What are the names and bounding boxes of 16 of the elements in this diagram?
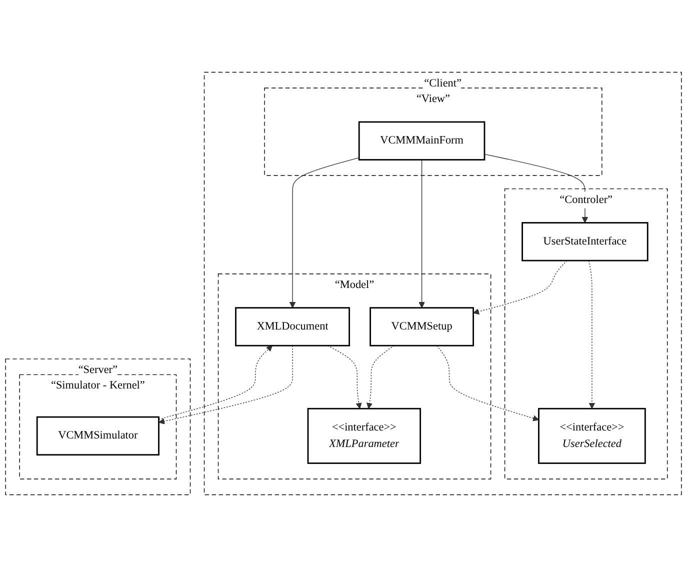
node-box: VCMMSimulator xyxy=(36,416,160,456)
node-box: UserStateInterface xyxy=(522,222,648,262)
arrow xyxy=(418,159,425,308)
arrow xyxy=(158,345,293,424)
arrow xyxy=(366,345,395,409)
node-box: <<interface>> XMLParameter xyxy=(307,408,422,464)
arrow xyxy=(436,345,540,422)
node-box: VCMMMainForm xyxy=(358,121,486,160)
node-box: VCMMSetup xyxy=(370,307,474,346)
arrow xyxy=(473,260,568,315)
arrow xyxy=(289,157,360,308)
node-box: <<interface>> UserSelected xyxy=(538,408,646,464)
node-box: XMLDocument xyxy=(235,307,350,346)
arrow xyxy=(588,260,596,409)
arrow xyxy=(158,345,273,420)
arrow xyxy=(327,345,362,409)
